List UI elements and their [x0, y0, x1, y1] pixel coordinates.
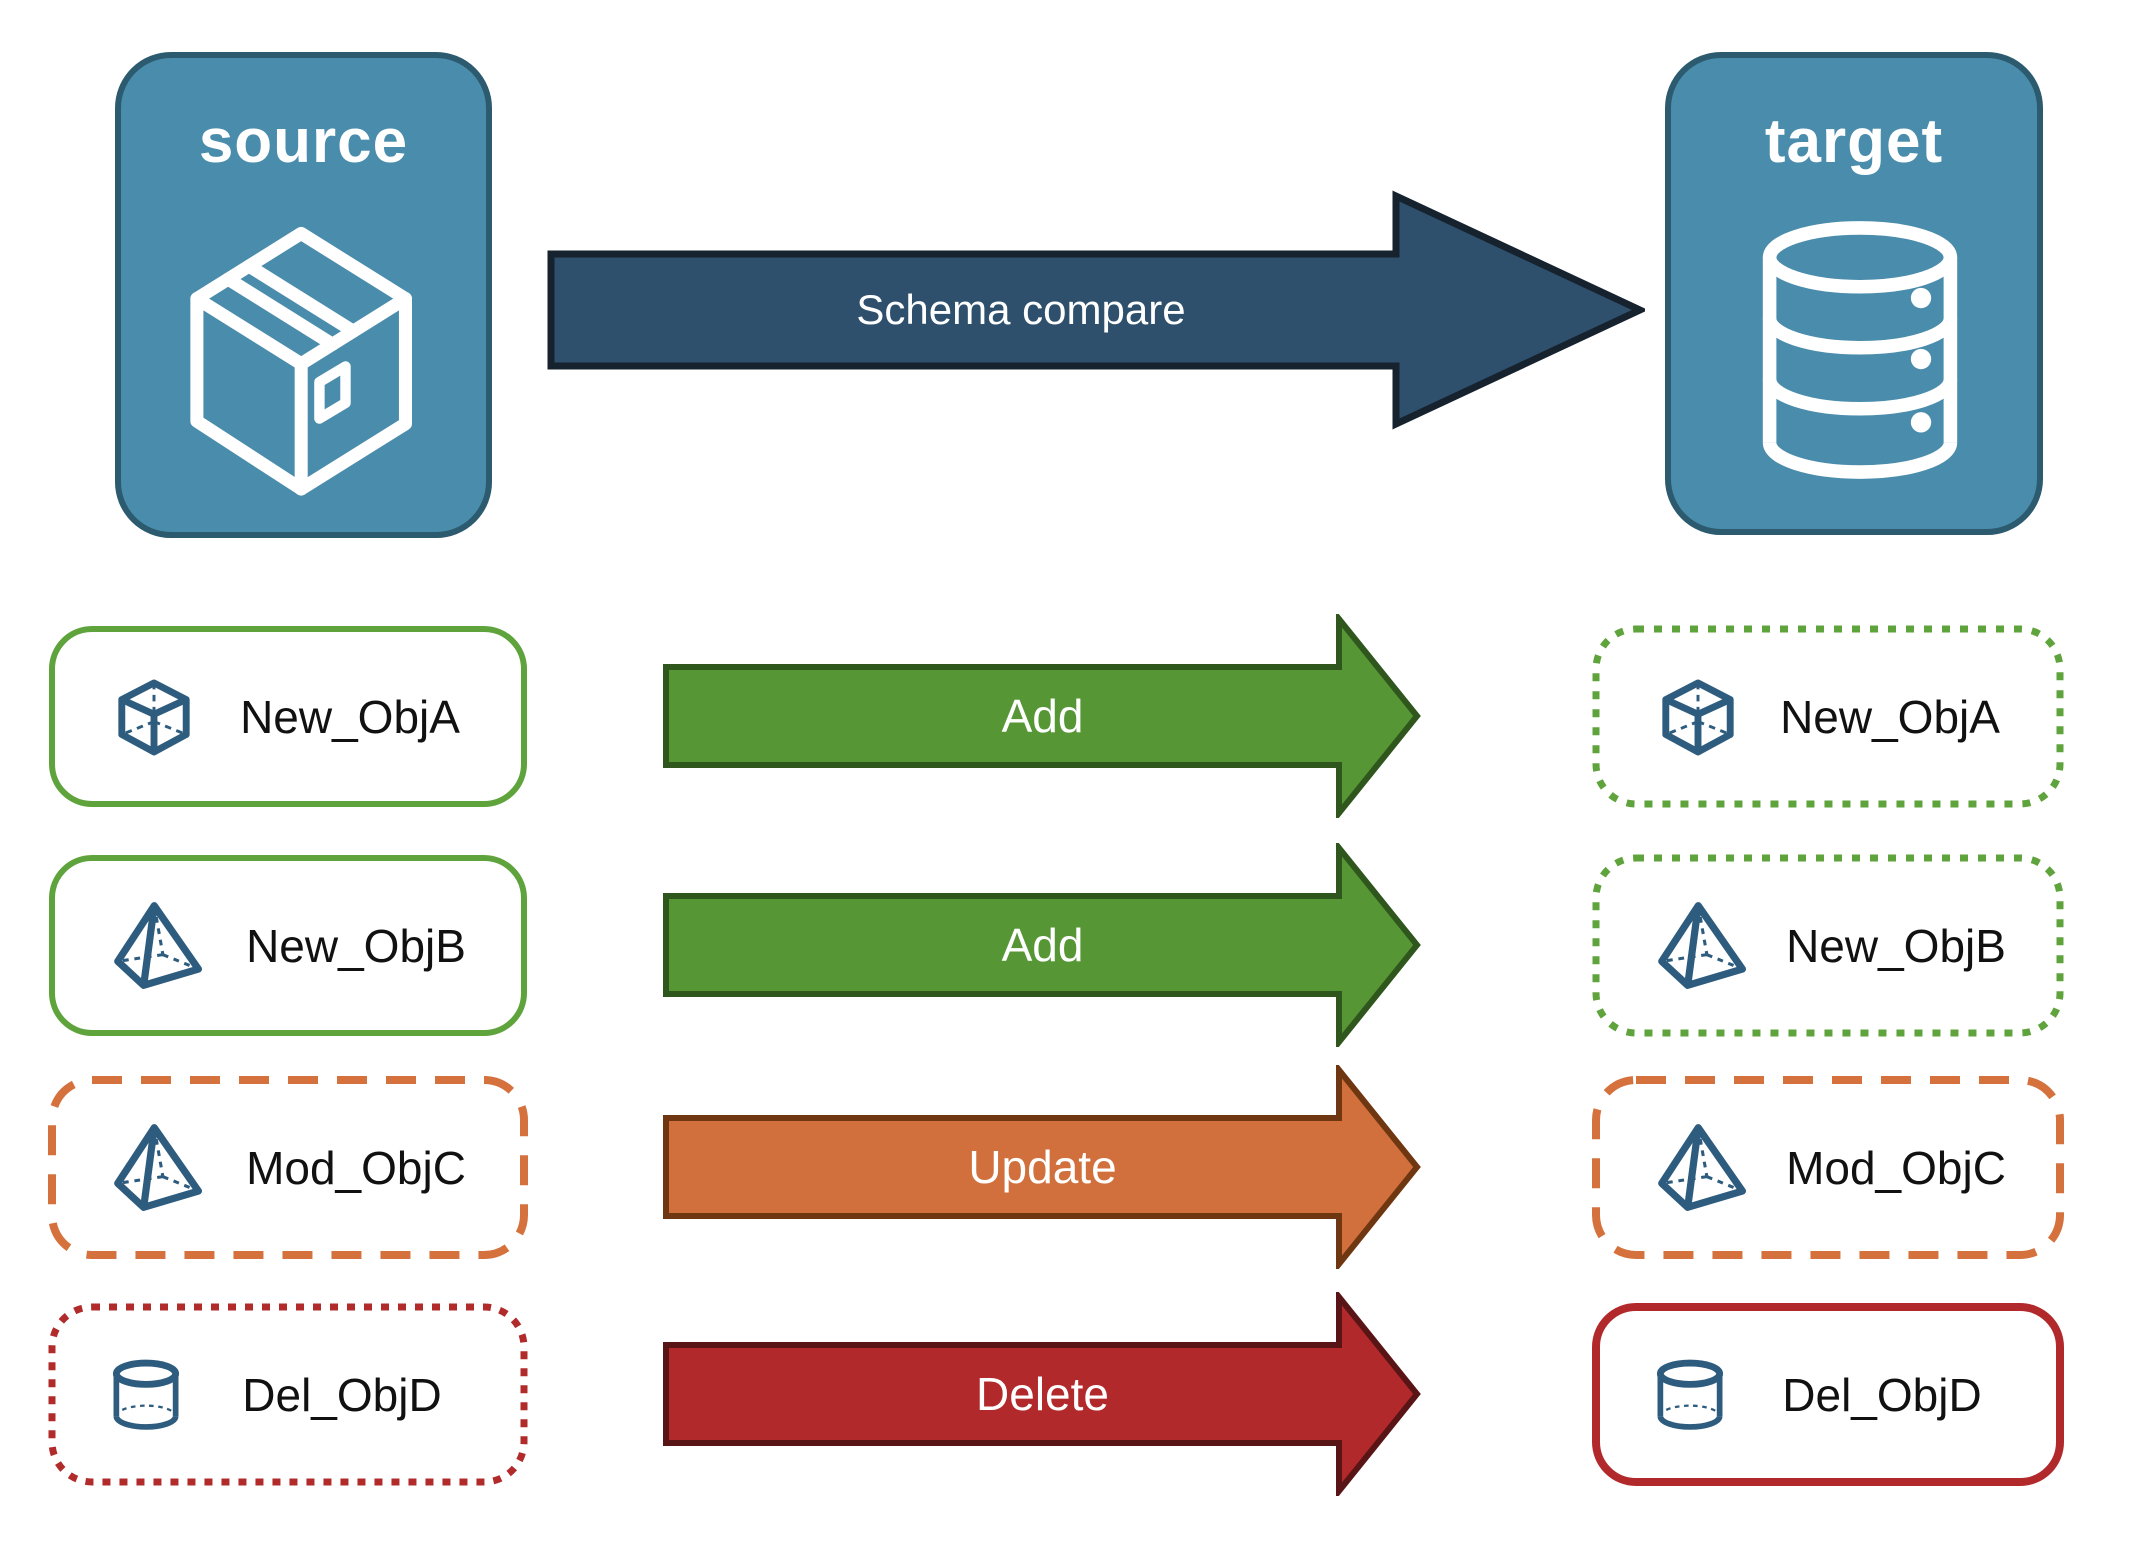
target-panel: target [1665, 52, 2043, 535]
object-label: New_ObjA [1780, 690, 2000, 743]
add-arrow-row2: Add [663, 843, 1422, 1047]
target-panel-label: target [1764, 107, 1944, 176]
add-arrow-row1: Add [663, 614, 1422, 818]
schema-compare-arrow-shape [547, 190, 1649, 430]
pyramid-icon [1658, 901, 1746, 989]
source-object-new-obja: New_ObjA [48, 625, 528, 808]
target-object-new-objb: New_ObjB [1592, 854, 2064, 1037]
update-arrow-label: Update [968, 1141, 1117, 1193]
add-arrow-label: Add [1001, 919, 1084, 971]
object-label: New_ObjB [246, 919, 466, 972]
object-label: New_ObjB [1786, 919, 2006, 972]
source-panel-label: source [198, 107, 409, 176]
object-box-border [1592, 1076, 2064, 1259]
pyramid-icon [114, 901, 202, 989]
object-label: Del_ObjD [242, 1368, 442, 1421]
object-label: Del_ObjD [1782, 1368, 1982, 1421]
source-object-mod-objc: Mod_ObjC [48, 1076, 528, 1259]
source-panel: source [115, 52, 492, 538]
object-label: New_ObjA [240, 690, 460, 743]
delete-arrow: Delete [663, 1292, 1422, 1496]
add-arrow-label: Add [1001, 690, 1084, 742]
add-arrow-shape [663, 843, 1421, 1047]
object-box-border [1592, 1303, 2064, 1486]
target-object-new-obja: New_ObjA [1592, 625, 2064, 808]
pyramid-icon [114, 1123, 202, 1211]
cylinder-icon [1656, 1359, 1724, 1430]
object-box-border [48, 1076, 528, 1259]
package-icon [190, 226, 412, 496]
pyramid-icon [1658, 1123, 1746, 1211]
update-arrow-shape [663, 1065, 1421, 1269]
delete-arrow-label: Delete [976, 1368, 1109, 1420]
database-icon [1762, 221, 1958, 479]
delete-arrow-shape [663, 1292, 1421, 1496]
object-label: Mod_ObjC [246, 1141, 466, 1194]
object-box-border [49, 855, 527, 1036]
source-object-new-objb: New_ObjB [48, 854, 528, 1037]
add-arrow-shape [663, 614, 1421, 818]
update-arrow: Update [663, 1065, 1422, 1269]
object-box-border [1592, 854, 2064, 1037]
object-label: Mod_ObjC [1786, 1141, 2006, 1194]
target-object-del-objd: Del_ObjD [1592, 1303, 2064, 1486]
cylinder-icon [112, 1359, 180, 1430]
cube-icon [1662, 679, 1734, 755]
schema-compare-arrow-label: Schema compare [856, 286, 1186, 333]
object-box-border [49, 626, 527, 807]
source-object-del-objd: Del_ObjD [48, 1303, 528, 1486]
cube-icon [118, 679, 190, 755]
target-object-mod-objc: Mod_ObjC [1592, 1076, 2064, 1259]
schema-compare-arrow: Schema compare [547, 190, 1649, 430]
object-box-border [1592, 625, 2064, 808]
